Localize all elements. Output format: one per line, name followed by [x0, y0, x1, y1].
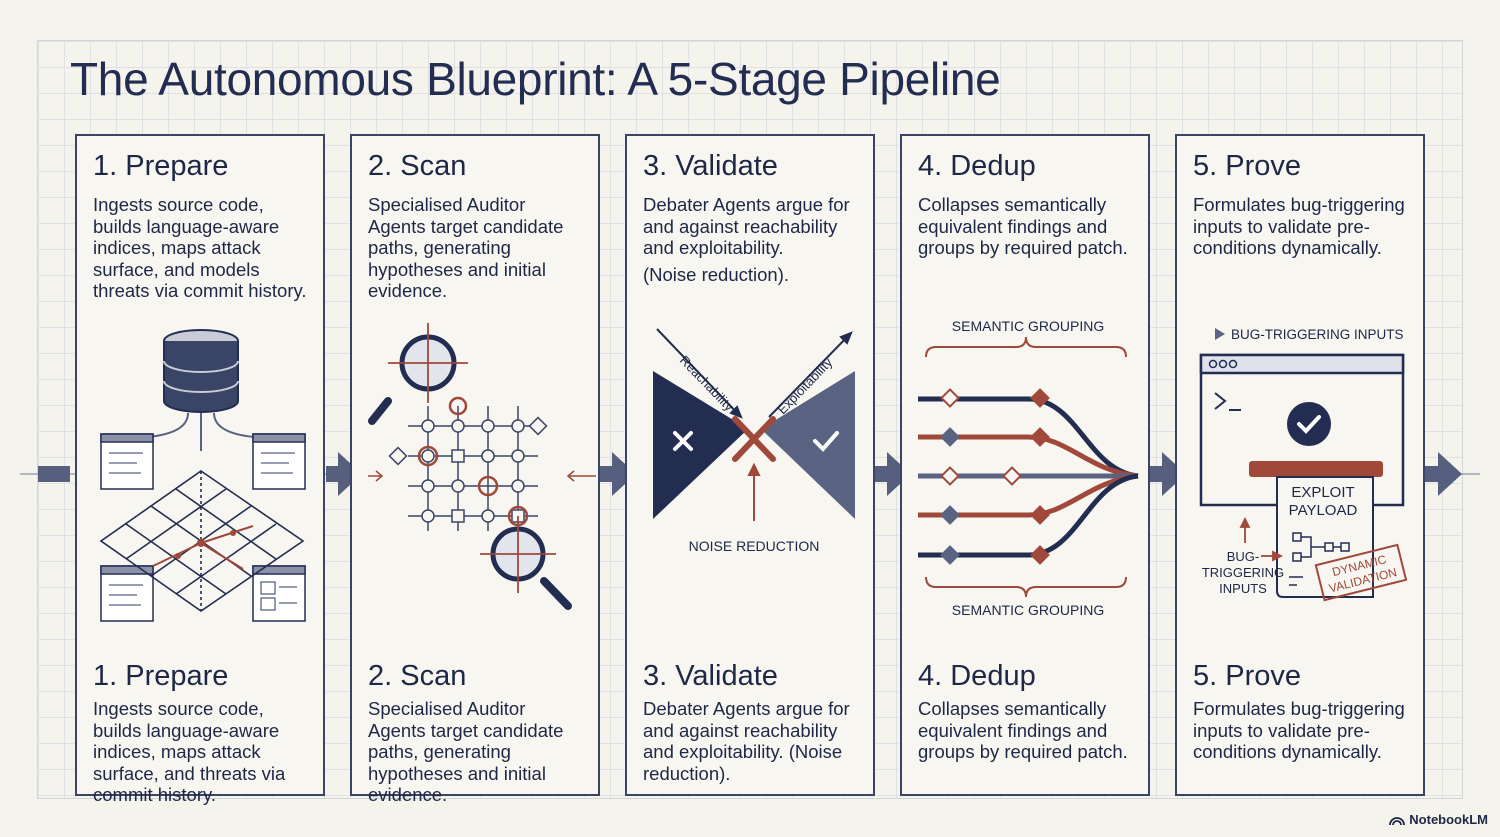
stage-description: Ingests source code, builds language-awa… [93, 194, 307, 301]
stage-title-repeat: 1. Prepare [93, 660, 229, 692]
noise-reduction-x [732, 416, 776, 462]
magnifier-node-grid-illustration [368, 323, 596, 610]
stage-prepare-panel: 1. Prepare Ingests source code, builds l… [75, 134, 325, 805]
stage-description: Debater Agents argue for and against rea… [643, 194, 850, 285]
noise-reduction-label: NOISE REDUCTION [689, 538, 820, 554]
accept-icon [813, 431, 839, 452]
stage-title: 2. Scan [368, 150, 467, 182]
magnifier-icon [368, 323, 468, 425]
bug-triggering-inputs-header: BUG-TRIGGERING INPUTS [1231, 327, 1404, 342]
exploit-window-illustration: BUG-TRIGGERING INPUTS EXPLOIT PAYLOAD [1199, 327, 1408, 602]
flow-arrow-in [38, 466, 70, 482]
check-icon [1287, 402, 1331, 446]
stage-title-repeat: 3. Validate [643, 660, 778, 692]
stage-dedup-panel: 4. Dedup Collapses semantically equivale… [900, 134, 1150, 796]
stage-description-detail: Formulates bug-triggering inputs to vali… [1193, 698, 1405, 762]
stage-description-detail: Debater Agents argue for and against rea… [643, 698, 850, 784]
stage-description: Specialised Auditor Agents target candid… [368, 194, 564, 301]
exploit-payload-card: EXPLOIT PAYLOAD [1276, 476, 1374, 598]
merging-lines-illustration: SEMANTIC GROUPING [918, 318, 1139, 618]
exploitability-triangle [761, 371, 855, 519]
page-title: The Autonomous Blueprint: A 5-Stage Pipe… [70, 53, 1001, 105]
flow-arrow-3-4 [875, 452, 911, 496]
play-icon [1215, 328, 1225, 340]
svg-text:EXPLOIT: EXPLOIT [1291, 484, 1354, 501]
stage-title: 4. Dedup [918, 150, 1036, 182]
attack-surface-mesh [99, 470, 305, 612]
stage-description-detail: Ingests source code, builds language-awa… [93, 698, 286, 805]
notebooklm-logo: NotebookLM [1389, 812, 1488, 827]
stage-title: 3. Validate [643, 150, 778, 182]
svg-text:INPUTS: INPUTS [1219, 581, 1267, 596]
database-code-graph-illustration [99, 329, 306, 622]
stage-title-repeat: 2. Scan [368, 660, 467, 692]
stage-description-detail: Specialised Auditor Agents target candid… [368, 698, 564, 805]
magnifier-icon-second [480, 516, 572, 610]
stage-validate-panel: 3. Validate Debater Agents argue for and… [625, 134, 875, 796]
reachability-triangle [653, 371, 748, 519]
database-icon [163, 329, 239, 413]
stage-description: Collapses semantically equivalent findin… [918, 194, 1128, 258]
stage-description-detail: Collapses semantically equivalent findin… [918, 698, 1128, 762]
stage-title-repeat: 5. Prove [1193, 660, 1301, 692]
svg-text:PAYLOAD: PAYLOAD [1289, 502, 1358, 519]
stage-title: 5. Prove [1193, 150, 1301, 182]
flow-arrow-out [1425, 452, 1462, 496]
stage-title: 1. Prepare [93, 150, 229, 182]
side-input-label: BUG- [1227, 549, 1260, 564]
stage-title-repeat: 4. Dedup [918, 660, 1036, 692]
payload-slot [1249, 461, 1383, 477]
debate-triangles-illustration: Reachability Exploitability NOISE REDUCT… [653, 328, 855, 554]
stage-description: Formulates bug-triggering inputs to vali… [1193, 194, 1405, 258]
semantic-grouping-label-bottom: SEMANTIC GROUPING [952, 602, 1104, 618]
candidate-path-nodes [417, 396, 529, 527]
svg-text:TRIGGERING: TRIGGERING [1202, 565, 1284, 580]
brand-icon [1389, 816, 1406, 825]
stage-prove-panel: 5. Prove Formulates bug-triggering input… [1175, 134, 1425, 796]
node-grid [388, 406, 548, 531]
semantic-grouping-label: SEMANTIC GROUPING [952, 318, 1104, 334]
stage-scan-panel: 2. Scan Specialised Auditor Agents targe… [350, 134, 600, 805]
reject-icon [673, 431, 693, 451]
flow-arrow-4-5 [1150, 452, 1186, 496]
flow-arrow-2-3 [600, 452, 636, 496]
